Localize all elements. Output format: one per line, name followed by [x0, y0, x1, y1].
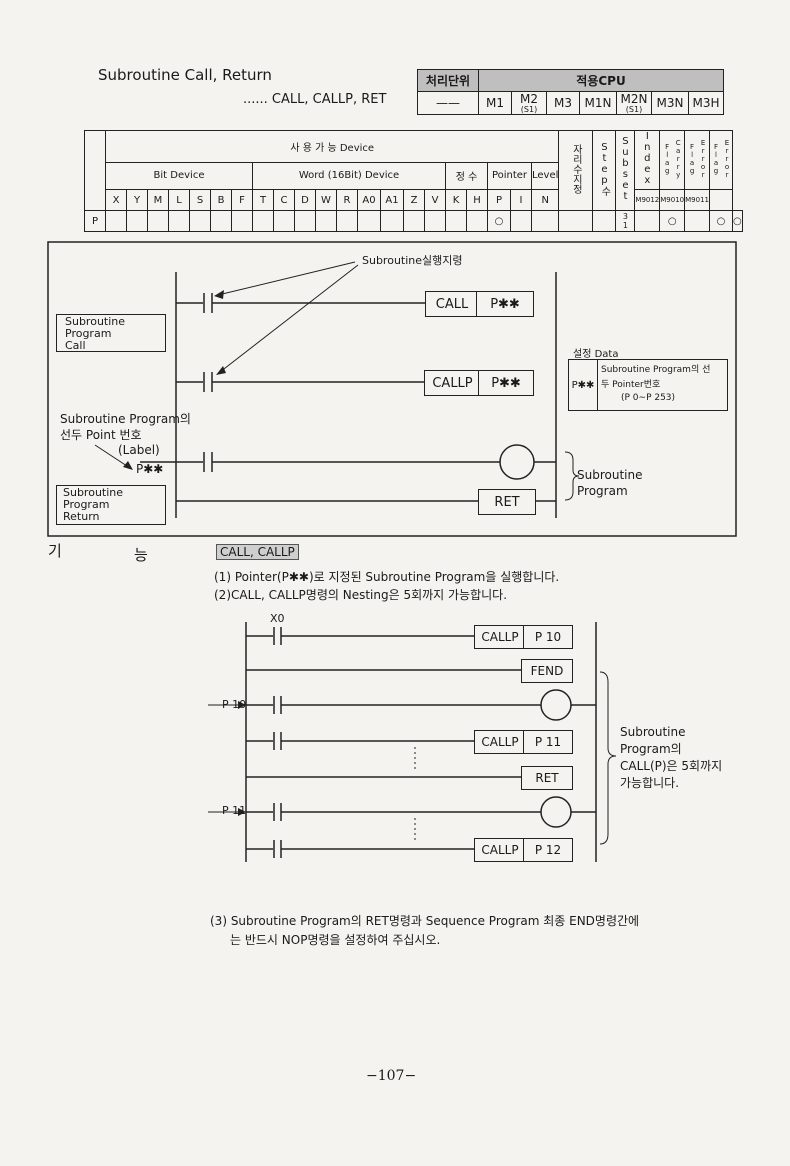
function-line-4: 는 반드시 NOP명령을 설정하여 주십시오.: [230, 933, 441, 947]
function-line-1: (1) Pointer(P✱✱)로 지정된 Subroutine Program…: [214, 570, 560, 584]
d2-label-p10: P 10: [222, 698, 247, 711]
d2-callp-2: CALLP: [474, 730, 526, 754]
d2-pointer-p11: P 11: [523, 730, 573, 754]
subroutine-program-label: Subroutine Program: [577, 468, 643, 498]
d2-note: Subroutine Program의 CALL(P)은 5회까지 가능합니다.: [620, 725, 723, 790]
proc-unit-label: 처리단위: [417, 69, 479, 92]
cpu-table: 처리단위 적용CPU —— M1 M2(S1) M3 M1N M2N(S1) M…: [417, 69, 724, 115]
ret-instruction: RET: [478, 489, 536, 515]
head-point-1: Subroutine Program의: [60, 412, 191, 426]
index-header: Index: [634, 130, 661, 190]
level-header: Level: [530, 161, 560, 191]
cpu-m2: M2(S1): [511, 91, 547, 115]
d2-pointer-p12: P 12: [523, 838, 573, 862]
x0-label: X0: [270, 612, 285, 625]
setting-pointer: P✱✱: [569, 360, 598, 410]
device-table: 사 용 가 능 Device 자리수지정 Step수 Subset Index …: [84, 130, 743, 232]
call-pointer: P✱✱: [476, 291, 534, 317]
cpu-m3: M3: [546, 91, 580, 115]
function-label-neung: 능: [134, 546, 148, 564]
page-number: −107−: [366, 1068, 417, 1084]
call-instruction: CALL: [425, 291, 479, 317]
bit-device-header: Bit Device: [105, 161, 253, 191]
d2-pointer-p10: P 10: [523, 625, 573, 649]
page-subtitle: ...... CALL, CALLP, RET: [243, 92, 387, 107]
error-flag-2-mark: ○: [731, 210, 743, 232]
cpu-label: 적용CPU: [478, 69, 724, 92]
d2-fend: FEND: [521, 659, 573, 683]
page-title: Subroutine Call, Return: [98, 66, 272, 84]
callp-instruction: CALLP: [424, 370, 481, 396]
callp-pointer: P✱✱: [478, 370, 534, 396]
error-flag-mark: ○: [708, 210, 733, 232]
cpu-m1: M1: [478, 91, 512, 115]
setting-desc-3: (P 0∼P 253): [621, 393, 676, 403]
d2-callp-1: CALLP: [474, 625, 526, 649]
label-pointer: P✱✱: [136, 462, 164, 476]
word-device-header: Word (16Bit) Device: [252, 161, 446, 191]
error-flag-2-header: Error Flag: [708, 130, 733, 190]
cpu-m3n: M3N: [651, 91, 689, 115]
label-text: (Label): [118, 443, 160, 457]
setting-desc-2: 두 Pointer번호: [601, 380, 661, 390]
exec-cmd-label: Subroutine실행지령: [362, 254, 463, 267]
pointer-header: Pointer: [487, 161, 532, 191]
d2-label-p11: P 11: [222, 804, 247, 817]
d2-callp-3: CALLP: [474, 838, 526, 862]
subroutine-return-box: Subroutine Program Return: [56, 485, 166, 525]
head-point-2: 선두 Point 번호: [60, 428, 142, 442]
setting-data-box: P✱✱ Subroutine Program의 선 두 Pointer번호 (P…: [568, 359, 728, 411]
d2-ret: RET: [521, 766, 573, 790]
function-label-gi: 기: [48, 542, 62, 560]
subroutine-call-box: Subroutine Program Call: [56, 314, 166, 352]
cpu-m3h: M3H: [688, 91, 724, 115]
function-tag: CALL, CALLP: [216, 544, 299, 560]
function-line-2: (2)CALL, CALLP명령의 Nesting은 5회까지 가능합니다.: [214, 588, 508, 602]
setting-data-label: 설정 Data: [573, 349, 619, 360]
function-line-3: (3) Subroutine Program의 RET명령과 Sequence …: [210, 914, 640, 928]
setting-desc-1: Subroutine Program의 선: [601, 365, 711, 375]
constant-header: 정 수: [445, 161, 488, 191]
